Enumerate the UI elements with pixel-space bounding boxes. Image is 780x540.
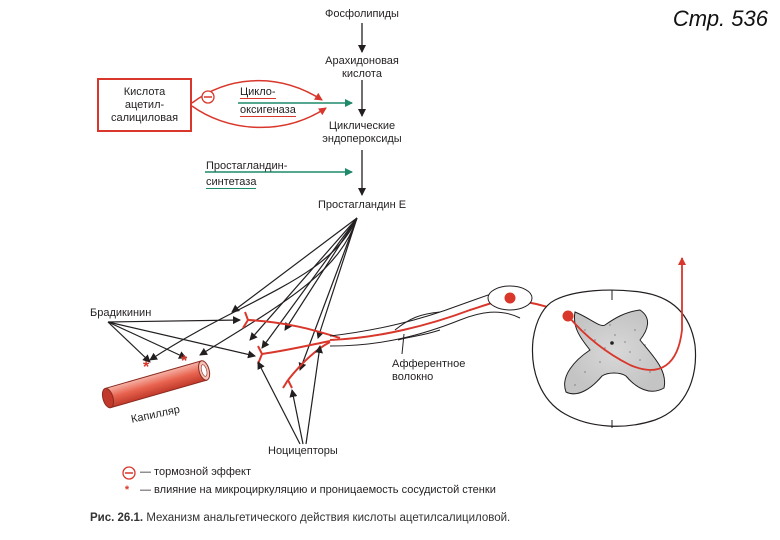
micro-asterisk-1: * (143, 359, 150, 376)
afferent-fiber (330, 299, 565, 340)
legend-inhibit-row: − — тормозной эффект (120, 466, 251, 478)
legend-micro-text: — влияние на микроциркуляцию и проницаем… (140, 484, 496, 496)
pge-fan-arrows (150, 218, 357, 370)
cyclooxygenase-label-line1: Цикло- (240, 86, 276, 99)
asa-label-line1: Кислота (111, 86, 178, 99)
endoperoxides-label-line2: эндопероксиды (302, 133, 422, 146)
capillary-tube (100, 360, 211, 410)
bradykinin-label: Брадикинин (90, 307, 151, 320)
cyclooxygenase-label-line2: оксигеназа (240, 104, 296, 117)
acetylsalicylic-acid-box: Кислота ацетил- салициловая (97, 78, 192, 132)
prostaglandin-e-label: Простагландин Е (302, 199, 422, 212)
afferent-fiber-sheath-top (330, 290, 505, 336)
central-canal (610, 341, 614, 345)
nociceptor-terminals (243, 312, 340, 388)
page-reference: Стр. 536 (673, 6, 768, 32)
arachidonic-acid-label-line2: кислота (302, 68, 422, 81)
asa-label-line3: салициловая (111, 112, 178, 125)
endoperoxides-label-line1: Циклические (302, 120, 422, 133)
legend-micro-symbol: * (120, 484, 134, 496)
asa-label-line2: ацетил- (111, 99, 178, 112)
ganglion-neuron (505, 293, 516, 304)
arachidonic-acid-label-line1: Арахидоновая (302, 55, 422, 68)
nociceptor-label-arrows (258, 346, 320, 444)
phospholipids-label: Фосфолипиды (312, 8, 412, 21)
nociceptors-label: Ноцицепторы (268, 445, 338, 458)
afferent-fiber-label-line2: волокно (392, 371, 433, 384)
figure-caption: Рис. 26.1. Механизм анальгетического дей… (90, 512, 510, 524)
afferent-fiber-label-line1: Афферентное (392, 358, 465, 371)
figure-number: Рис. 26.1. (90, 512, 143, 524)
legend-inhibit-text: — тормозной эффект (140, 466, 251, 478)
figure-caption-text: Механизм анальгетического действия кисло… (146, 512, 510, 524)
legend-micro-row: * — влияние на микроциркуляцию и проница… (120, 484, 496, 496)
pg-synthetase-label-line2: синтетаза (206, 176, 256, 189)
pg-synthetase-label-line1: Простагландин- (206, 160, 287, 173)
